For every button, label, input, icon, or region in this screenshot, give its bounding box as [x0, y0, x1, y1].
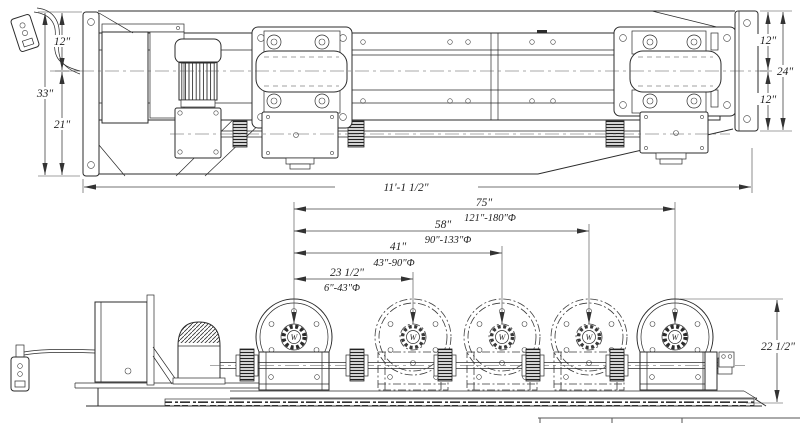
dim-right-total: 24" [777, 66, 794, 78]
dim-range-23: 6"-43"Φ [324, 283, 360, 294]
top-plan-view [10, 7, 795, 177]
motor-fins [178, 322, 220, 343]
pendant-button-icon [22, 30, 28, 36]
roller-wheel-top [255, 50, 348, 93]
pendant-control-front [10, 344, 96, 392]
left-end-plate [82, 11, 134, 177]
dim-right-upper: 12" [760, 35, 777, 47]
dim-left-upper: 12" [54, 36, 71, 48]
speed-reducer-top [174, 107, 222, 159]
pendant-body [10, 356, 30, 392]
frame-bolt-holes [360, 39, 556, 104]
dim-overall-length: 11'-1 1/2" [383, 182, 428, 194]
dim-right-lower: 12" [760, 94, 777, 106]
dim-range-41: 43"-90"Φ [373, 258, 414, 269]
dim-span-23: 23 1/2" [330, 267, 364, 279]
base-skid [86, 388, 767, 407]
control-cabinet-front [94, 294, 180, 386]
pendant-body [10, 14, 40, 52]
control-cabinet-top [101, 23, 185, 124]
title-block-edge [538, 417, 800, 423]
wheel-gearbox-top [639, 111, 709, 154]
coupling-icon [235, 348, 259, 382]
coupling-icon [433, 348, 457, 382]
drive-shaft-front [210, 348, 745, 382]
pendant-hook [15, 344, 25, 359]
dim-left-total: 33" [36, 88, 54, 100]
right-roller-assembly-top [613, 10, 737, 165]
dim-front-height: 22 1/2" [761, 341, 795, 353]
pendant-button-icon [17, 371, 23, 377]
coupling-icon [605, 348, 629, 382]
pendant-button-icon [17, 363, 23, 369]
dim-range-75: 121"-180"Φ [464, 213, 516, 224]
dim-span-58: 58" [435, 219, 452, 231]
front-elevation-view [10, 294, 767, 407]
drive-motor-front [172, 321, 226, 385]
wheel-gearbox-top [261, 111, 339, 159]
dim-span-75: 75" [476, 197, 493, 209]
motor-fins [178, 61, 218, 101]
cross-member [490, 33, 499, 120]
dimensions: 12" 33" 21" 12" 24" 12" 11'-1 1/2" 75" 1… [34, 10, 800, 404]
roller-wheel-top [629, 50, 722, 93]
dim-span-41: 41" [390, 241, 407, 253]
base-rail [164, 398, 755, 407]
drive-motor-top [174, 38, 222, 108]
left-roller-assembly-top [251, 26, 353, 170]
coupling-icon [345, 348, 369, 382]
dim-range-58: 90"-133"Φ [425, 235, 472, 246]
coupling-icon [521, 348, 545, 382]
right-end-bracket [704, 351, 735, 391]
pendant-button-icon [19, 22, 26, 29]
dim-left-lower: 21" [54, 119, 71, 131]
weld-mark [537, 30, 547, 34]
torque-tube [351, 54, 615, 91]
